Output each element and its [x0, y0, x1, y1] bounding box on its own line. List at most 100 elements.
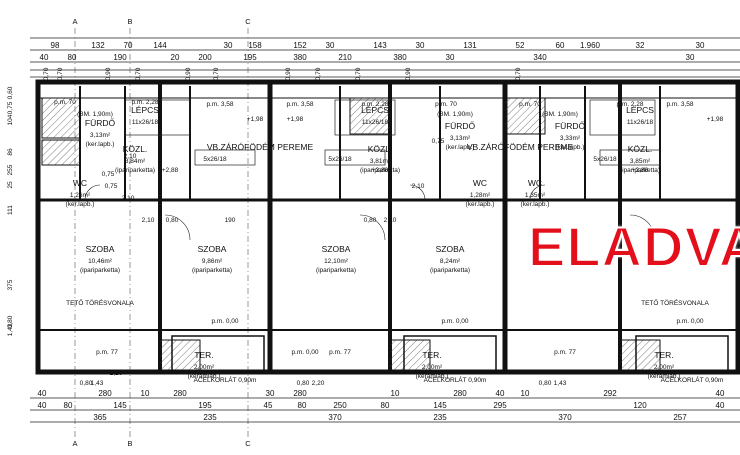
top-dim: 30: [696, 41, 705, 50]
top-dim: 210: [338, 53, 352, 62]
misc-dim: 0,80: [297, 380, 310, 387]
top-dim: 52: [516, 41, 525, 50]
misc-dim: 2,10: [122, 195, 135, 202]
plan-label: p.m. 2,28: [131, 99, 158, 106]
top-dim: 132: [91, 41, 105, 50]
bottom-dim: 235: [433, 413, 447, 422]
top-dim: 32: [636, 41, 645, 50]
top-dim: 60: [556, 41, 565, 50]
plan-label: 5x26/18: [593, 156, 617, 163]
plan-label: +1,98: [707, 116, 724, 123]
axis-label: B: [127, 439, 132, 448]
bottom-dim: 40: [38, 401, 47, 410]
plan-label: ACÉLKORLÁT 0,90m: [424, 375, 487, 384]
top-dim: 380: [293, 53, 307, 62]
plan-label: p.m. 0,00: [291, 349, 318, 356]
top-dim: 1.960: [580, 41, 601, 50]
top-dim: 190: [113, 53, 127, 62]
plan-label: p.m. 3,58: [286, 101, 313, 108]
plan-label: p.m. 70: [54, 99, 76, 106]
top-small-dim: 0,70: [135, 67, 142, 80]
room-area: 1,26m²: [70, 192, 91, 199]
room-finish: (ker.lapb.): [466, 201, 495, 208]
top-dim: 152: [293, 41, 307, 50]
misc-dim: 0,80: [364, 217, 377, 224]
plan-label: p.m. 77: [96, 349, 118, 356]
room-finish: (kerámiab.): [648, 373, 681, 380]
bottom-dim: 370: [328, 413, 342, 422]
plan-label: +1,98: [287, 116, 304, 123]
plan-label: (BM. 1,90m): [437, 111, 473, 118]
plan-label: p.m. 2,28: [616, 101, 643, 108]
bottom-dim: 30: [266, 389, 275, 398]
top-dim: 380: [393, 53, 407, 62]
room-finish: (ker.lapb.): [446, 144, 475, 151]
top-dim: 70: [124, 41, 133, 50]
top-small-dim: 0,70: [515, 67, 522, 80]
door-swings: [84, 184, 656, 241]
bottom-dim: 80: [298, 401, 307, 410]
plan-label: p.m. 77: [329, 349, 351, 356]
plan-label: p.m. 70: [435, 101, 457, 108]
left-dim: 111: [7, 205, 14, 215]
room-name: TER.: [422, 350, 441, 360]
left-dim: 255: [7, 164, 14, 175]
room-finish: (kerámiab.): [188, 373, 221, 380]
plan-label: p.m. 77: [554, 349, 576, 356]
room-area: 3,13m²: [90, 132, 111, 139]
plan-label: p.m. 0,00: [441, 318, 468, 325]
top-dim: 30: [686, 53, 695, 62]
room-area: 2,00m²: [422, 364, 443, 371]
room-name: SZOBA: [198, 244, 227, 254]
room-finish: (kerámiab.): [416, 373, 449, 380]
bottom-dim: 40: [38, 389, 47, 398]
room-name: VB.ZÁRÓFÖDÉM PEREME: [467, 142, 574, 152]
misc-dim: 0,75: [102, 171, 115, 178]
bottom-dim: 235: [203, 413, 217, 422]
bottom-dim: 10: [391, 389, 400, 398]
room-area: 2,00m²: [194, 364, 215, 371]
misc-dim: 1,43: [554, 380, 567, 387]
room-area: 10,46m²: [88, 258, 113, 265]
plan-label: (BM. 1,90m): [542, 111, 578, 118]
misc-dim: 2,20: [312, 380, 325, 387]
room-area: 3,13m²: [450, 135, 471, 142]
bottom-dimension-lines: [30, 397, 740, 423]
misc-dim: 2,10: [142, 217, 155, 224]
axis-label: B: [127, 17, 132, 26]
room-area: 3,81m²: [370, 158, 391, 165]
plan-label: +2,88: [162, 167, 179, 174]
room-name: WC: [528, 178, 542, 188]
axis-label: C: [245, 439, 251, 448]
room-name: SZOBA: [322, 244, 351, 254]
room-area: 3,85m²: [630, 158, 651, 165]
room-area: 11x26/18: [627, 119, 654, 126]
plan-label: p.m. 0,00: [676, 318, 703, 325]
plan-label: p.m. 3,58: [206, 101, 233, 108]
bottom-dim: 250: [333, 401, 347, 410]
room-name: FÜRDŐ: [555, 121, 586, 131]
plan-label: 5x26/18: [203, 156, 227, 163]
plan-label: +1,98: [247, 116, 264, 123]
top-small-dim: 0,70: [57, 67, 64, 80]
room-name: FÜRDŐ: [445, 121, 476, 131]
misc-dim: 0,80: [539, 380, 552, 387]
misc-dim: 2,10: [384, 217, 397, 224]
room-finish: (ipariparketta): [620, 167, 660, 174]
top-dim: 30: [446, 53, 455, 62]
room-area: 12,10m²: [324, 258, 349, 265]
room-name: KÖZL.: [123, 144, 148, 154]
bottom-dim: 40: [716, 389, 725, 398]
bottom-dim: 195: [198, 401, 212, 410]
room-area: 2,00m²: [654, 364, 675, 371]
bottom-dim: 365: [93, 413, 107, 422]
plan-label: TETŐ TÖRÉSVONALA: [641, 298, 709, 307]
room-finish: (ker.lapb.): [556, 144, 585, 151]
bottom-dim: 10: [141, 389, 150, 398]
misc-dim: 1,43: [91, 380, 104, 387]
bottom-dim: 280: [173, 389, 187, 398]
top-dim: 30: [326, 41, 335, 50]
room-name: WC: [473, 178, 487, 188]
room-finish: (ipariparketta): [192, 267, 232, 274]
room-name: WC: [73, 178, 87, 188]
